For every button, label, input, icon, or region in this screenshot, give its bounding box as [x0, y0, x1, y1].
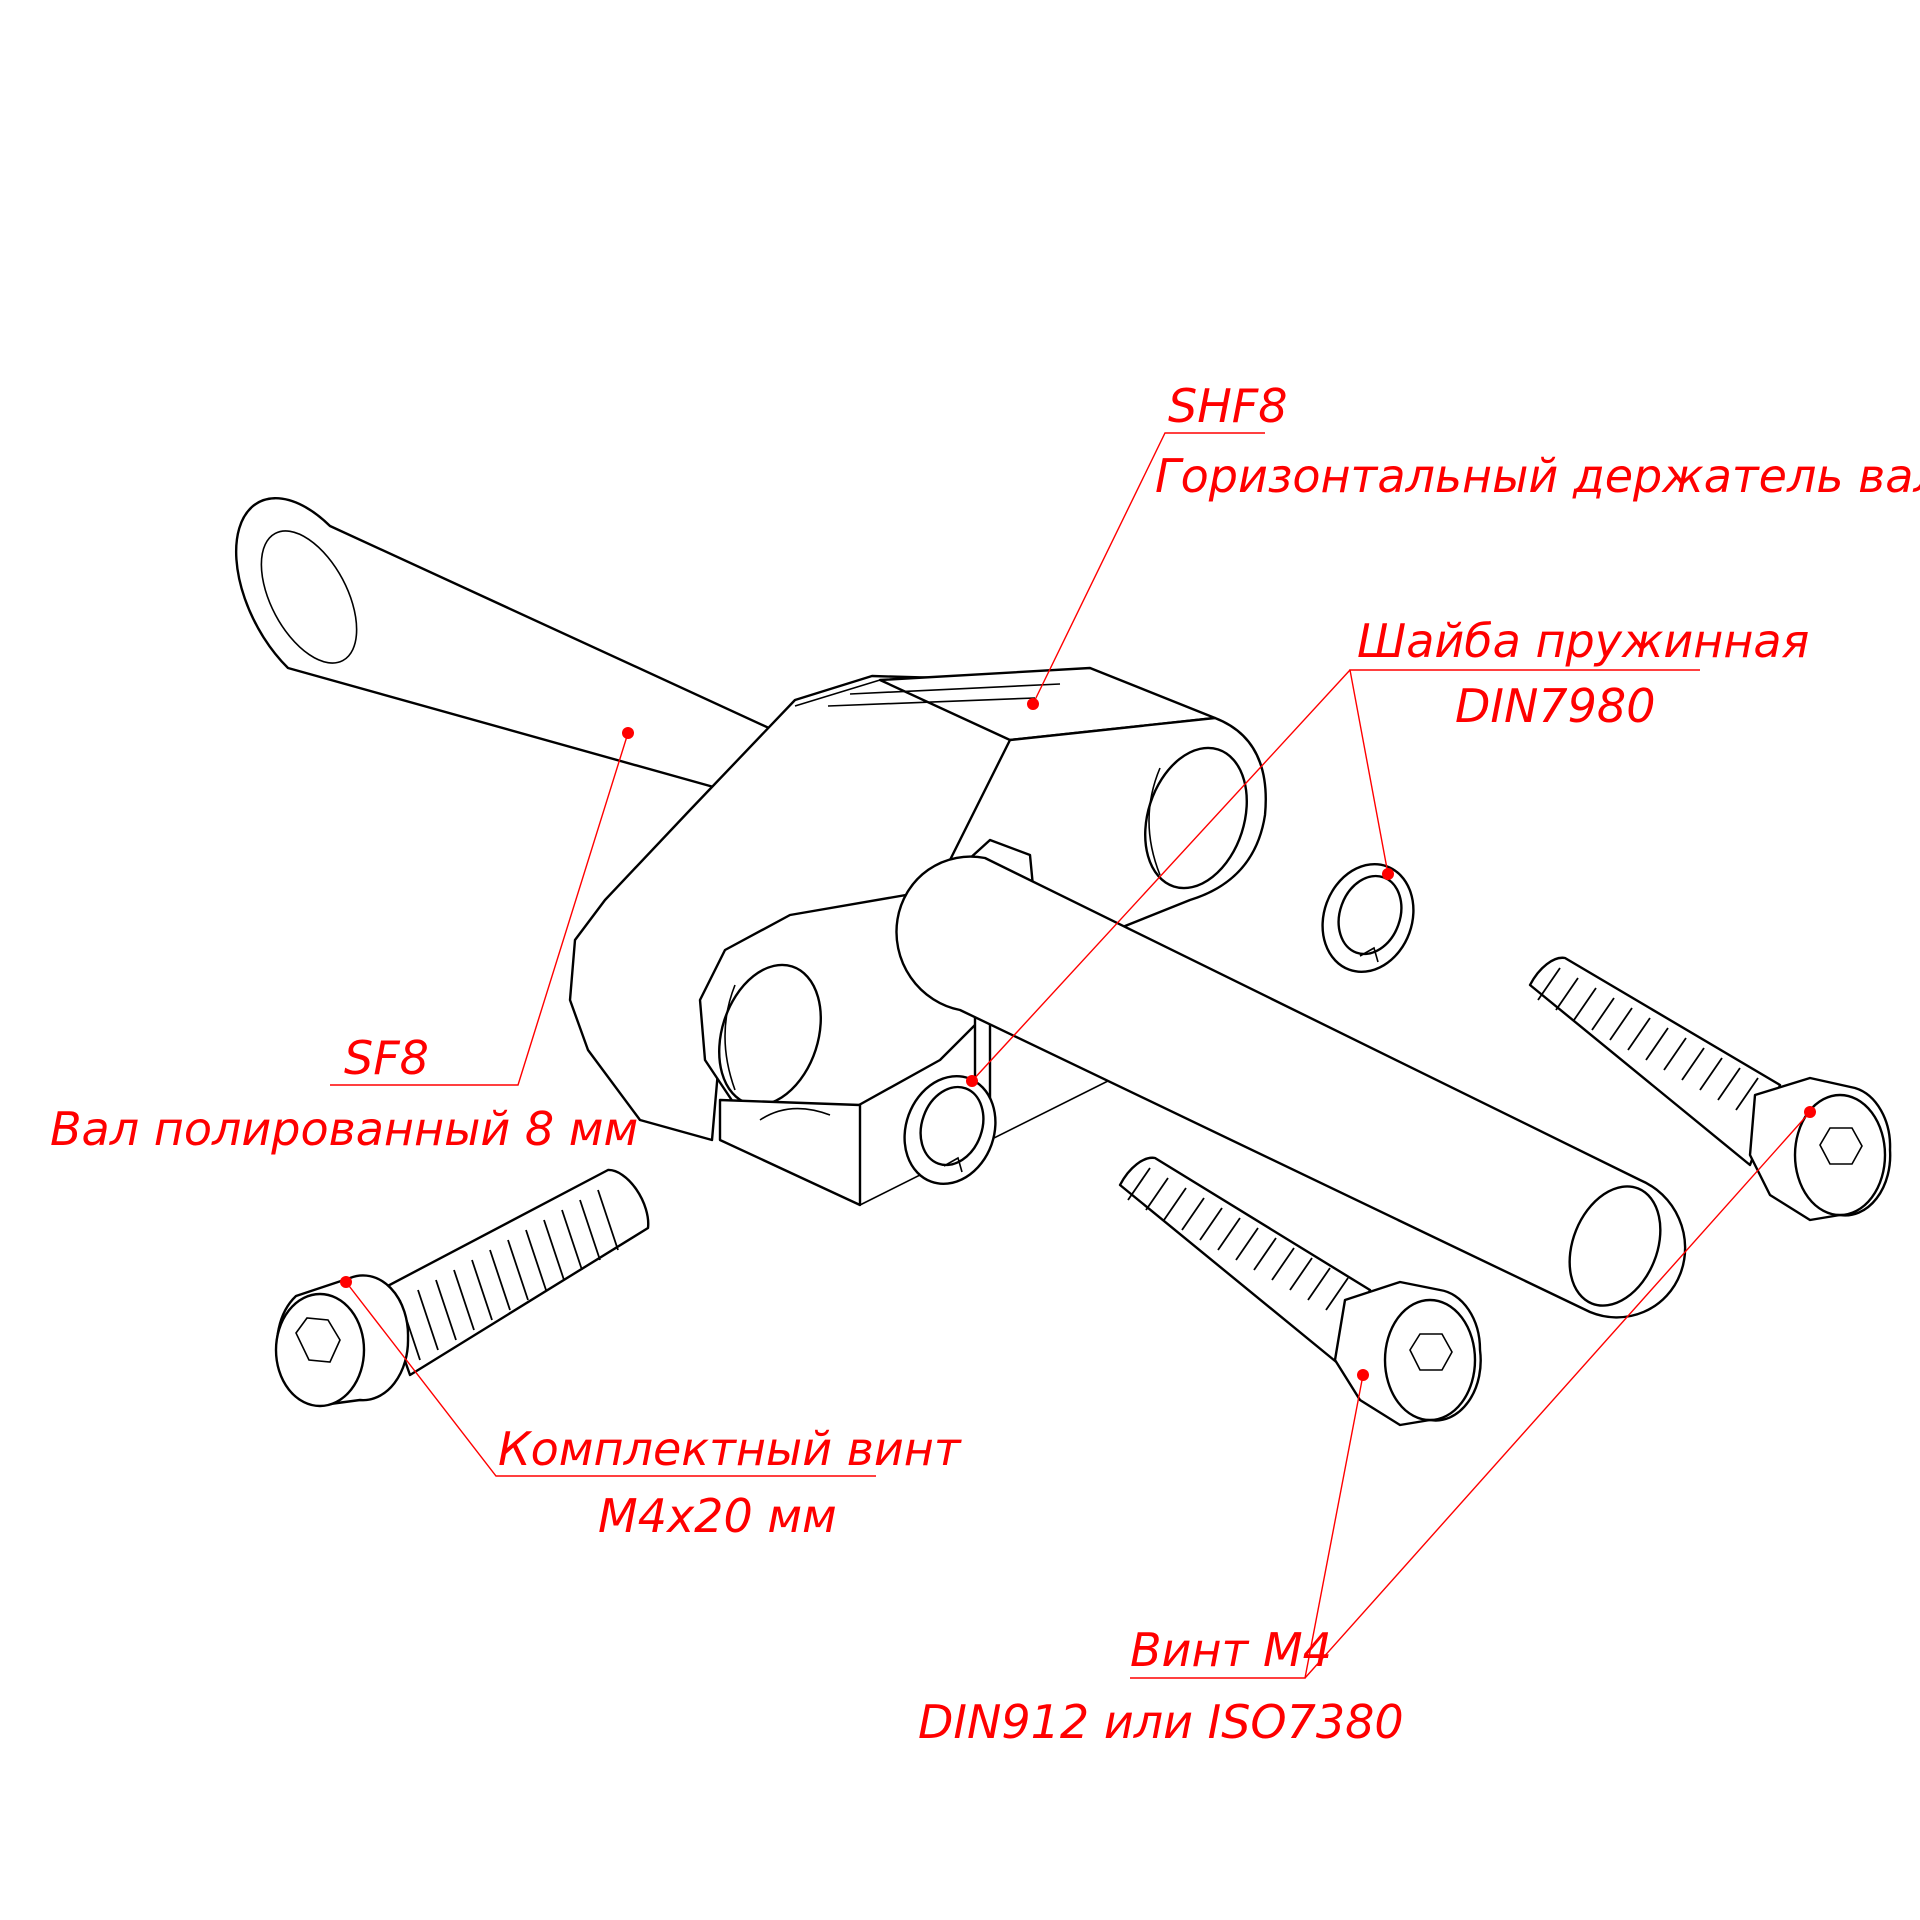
shaft-description-label: Вал полированный 8 мм [50, 1102, 638, 1156]
kit-screw-size-label: M4x20 мм [598, 1489, 837, 1543]
leader-screw [1130, 1106, 1816, 1679]
leader-washer [966, 669, 1700, 1087]
leader-shaft [330, 727, 634, 1086]
holder-code-label: SHF8 [1168, 379, 1288, 433]
screw-right [1528, 956, 1892, 1222]
screw-name-label: Винт M4 [1130, 1623, 1332, 1677]
leader-kit-screw [340, 1276, 876, 1477]
screw-middle [1118, 1156, 1482, 1427]
screw-standard-label: DIN912 или ISO7380 [918, 1695, 1404, 1749]
washer-name-label: Шайба пружинная [1357, 614, 1809, 668]
shaft-code-label: SF8 [344, 1031, 429, 1085]
kit-screw [274, 1168, 650, 1408]
spring-washer-right [1321, 862, 1415, 974]
kit-screw-name-label: Комплектный винт [498, 1422, 962, 1476]
shaft-front [895, 855, 1687, 1319]
spring-washer-left [903, 1074, 997, 1186]
leader-holder [1027, 432, 1265, 710]
holder-description-label: Горизонтальный держатель вала [1155, 449, 1920, 503]
washer-standard-label: DIN7980 [1455, 679, 1655, 733]
shaft [234, 497, 797, 802]
